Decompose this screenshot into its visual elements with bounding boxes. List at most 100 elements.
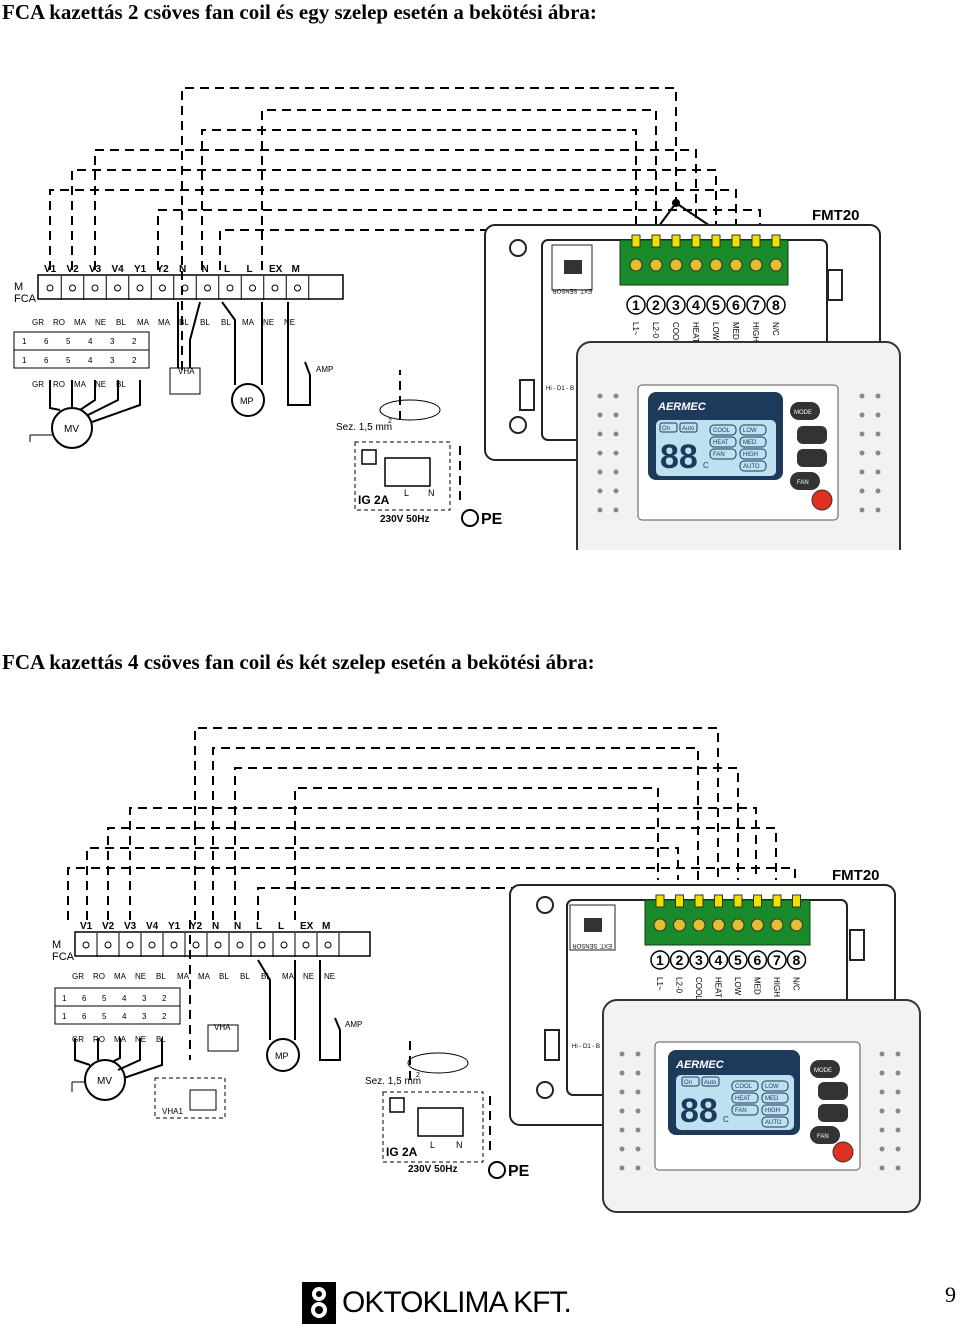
brand-label-2: AERMEC	[675, 1059, 725, 1071]
controller-terminal-number	[746, 295, 766, 315]
terminal-number: 5	[102, 994, 107, 1003]
controller-terminal-number	[766, 295, 786, 315]
terminal-number: 3	[142, 1012, 147, 1021]
wire-color: GR	[32, 380, 44, 389]
terminal-label: N	[212, 921, 219, 932]
lcd-segment	[709, 436, 737, 448]
terminal-screw	[126, 941, 134, 949]
mode-button-2[interactable]: MODE	[814, 1068, 832, 1074]
cable-label: Sez. 1,5 mm	[336, 422, 392, 433]
terminal-screw	[236, 941, 244, 949]
heading-two-pipe: FCA kazettás 2 csöves fan coil és egy sz…	[2, 0, 597, 24]
wire-ferrule	[671, 234, 681, 248]
wire-color: RO	[53, 318, 65, 327]
controller-terminal-digit: 8	[793, 952, 801, 968]
wire-ferrule	[733, 894, 743, 908]
unit-label-m-2: M	[52, 939, 61, 951]
decor-dot	[613, 393, 619, 399]
page-number: 9	[945, 1282, 956, 1307]
terminal-label: L	[224, 264, 230, 275]
display-digits-2: 88	[680, 1092, 718, 1130]
decor-dot	[879, 1051, 885, 1057]
wire-color: BL	[261, 972, 271, 981]
breaker-label: IG 2A	[358, 493, 390, 507]
unit-label-fca: FCA	[14, 293, 37, 305]
fan-button[interactable]: FAN	[797, 480, 809, 486]
wire-color: BL	[219, 972, 229, 981]
controller-model: FMT20	[812, 207, 860, 224]
mode-button[interactable]: MODE	[794, 410, 812, 416]
supply-label-2: 230V 50Hz	[408, 1164, 457, 1175]
controller-terminal-name: MED	[753, 977, 762, 995]
controller-terminal-name: HIGH	[772, 977, 781, 997]
terminal-number: 2	[162, 1012, 167, 1021]
wire-color: MA	[177, 972, 190, 981]
decor-dot	[859, 431, 865, 437]
wire-color: MA	[242, 318, 255, 327]
decor-dot	[895, 1108, 901, 1114]
controller-terminal-digit: 6	[732, 297, 740, 313]
controller-terminal-screw	[712, 918, 725, 932]
pump-mp: MP	[221, 301, 265, 417]
controller-terminal-digit: 7	[773, 952, 781, 968]
wire-color: BL	[116, 318, 126, 327]
terminal-number: 1	[22, 356, 27, 365]
controller-terminal-name: HEAT	[714, 977, 723, 998]
wire-color: BL	[240, 972, 250, 981]
controller-terminal-name: MED	[731, 322, 740, 340]
terminal-number: 1	[62, 994, 67, 1003]
decor-dot	[619, 1146, 625, 1152]
lcd-segment	[739, 436, 767, 448]
controller-terminal-name: L2-0	[675, 977, 684, 994]
controller-terminal-screw	[729, 258, 743, 272]
controller-terminal-screw	[709, 258, 723, 272]
decor-dot	[613, 469, 619, 475]
fan-motor-2: MV	[71, 1059, 126, 1101]
decor-dot	[613, 450, 619, 456]
terminal-label: L	[256, 921, 262, 932]
wire-color: MA	[282, 972, 295, 981]
terminal-screw	[104, 941, 112, 949]
lcd-segment	[739, 424, 767, 436]
terminal-number: 3	[110, 356, 115, 365]
motor-label: MV	[64, 424, 79, 435]
controller-terminal-digit: 5	[734, 952, 742, 968]
terminal-number: 4	[88, 337, 93, 346]
wire-ferrule	[675, 894, 684, 908]
controller-terminal-screw	[669, 258, 683, 272]
decor-dot	[619, 1127, 625, 1133]
decor-dot	[597, 507, 603, 513]
controller-terminal-digit: 2	[676, 952, 684, 968]
controller-terminal-digit: 1	[632, 297, 640, 313]
decor-dot	[635, 1051, 641, 1057]
decor-dot	[875, 412, 881, 418]
valve-label-2: VHA	[214, 1023, 231, 1032]
controller-terminal-number	[786, 950, 807, 970]
display-unit-2: C	[723, 1115, 729, 1124]
terminal-number: 2	[132, 356, 137, 365]
decor-dot	[875, 393, 881, 399]
pump-mp-2: MP	[257, 959, 300, 1072]
terminal-screw	[280, 941, 288, 949]
terminal-label: Y1	[168, 921, 181, 932]
lcd-label: COOL	[713, 428, 731, 434]
decor-dot	[879, 1070, 885, 1076]
controller-terminal-digit: 7	[752, 297, 760, 313]
decor-dot	[635, 1146, 641, 1152]
terminal-number: 5	[102, 1012, 107, 1021]
terminal-screw	[170, 941, 178, 949]
decor-dot	[613, 412, 619, 418]
wire-color: RO	[53, 380, 65, 389]
controller-terminal-name: N/C	[771, 322, 780, 336]
decor-dot	[879, 1089, 885, 1095]
amp-label: AMP	[316, 365, 333, 374]
wire-ferrule	[751, 234, 761, 248]
fan-button-2[interactable]: FAN	[817, 1134, 829, 1140]
decor-dot	[895, 1146, 901, 1152]
lcd-label: HEAT	[713, 440, 729, 446]
decor-dot	[879, 1108, 885, 1114]
display-unit: C	[703, 461, 709, 470]
terminal-label: V3	[124, 921, 137, 932]
wire-color: GR	[32, 318, 44, 327]
terminal-label: M	[292, 264, 300, 275]
